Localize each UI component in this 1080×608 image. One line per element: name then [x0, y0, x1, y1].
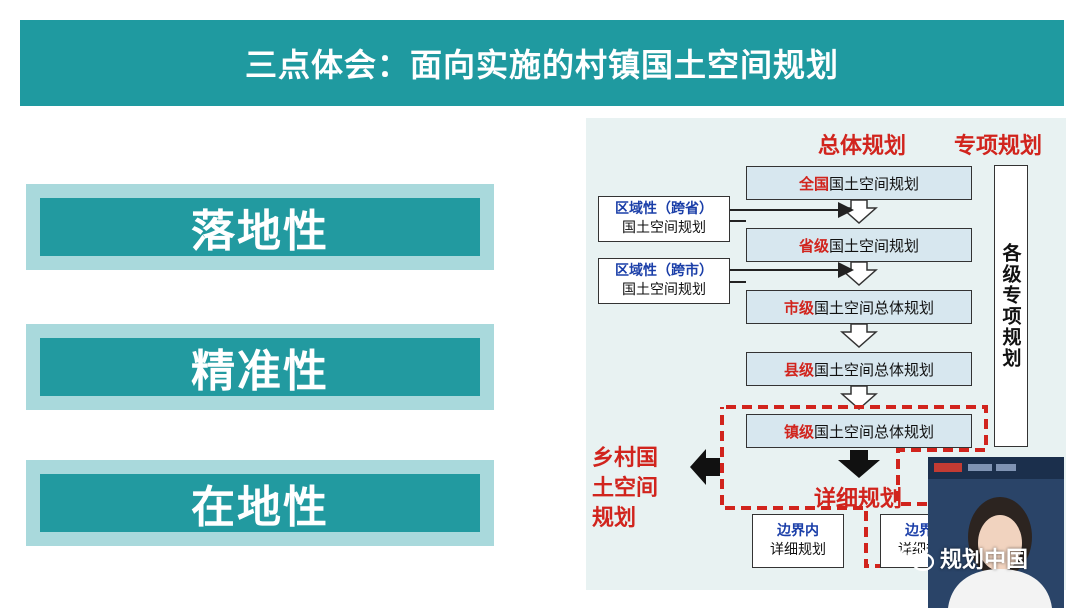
- page-title: 三点体会：面向实施的村镇国土空间规划: [244, 46, 839, 84]
- keyword-label: 精准性: [191, 346, 329, 397]
- detail-plan-title: 详细规划: [814, 487, 903, 512]
- keyword-card-2: 精准性: [26, 324, 494, 410]
- presenter-video: [928, 457, 1064, 608]
- keyword-label: 落地性: [191, 206, 329, 257]
- level-provincial: 省级国土空间规划: [746, 228, 972, 262]
- black-down-arrow: [838, 450, 880, 478]
- level-national: 全国国土空间规划: [746, 166, 972, 200]
- level-municipal: 市级国土空间总体规划: [746, 290, 972, 324]
- title-banner: 三点体会：面向实施的村镇国土空间规划: [20, 20, 1064, 106]
- watermark: 规划中国: [900, 542, 1028, 574]
- special-plans-box: 各级专项规划: [994, 165, 1028, 447]
- regional-cross-city: 区域性（跨市）国土空间规划: [598, 258, 730, 304]
- keyword-card-1: 落地性: [26, 184, 494, 270]
- level-town: 镇级国土空间总体规划: [746, 414, 972, 448]
- level-county: 县级国土空间总体规划: [746, 352, 972, 386]
- keyword-card-3: 在地性: [26, 460, 494, 546]
- keyword-label: 在地性: [191, 482, 329, 533]
- regional-cross-province: 区域性（跨省）国土空间规划: [598, 196, 730, 242]
- planning-system-diagram: 总体规划 专项规划 全国国土空间规划 省级国土空间规划 市级国土空间总体规划 县…: [586, 118, 1066, 590]
- presenter-image: [928, 457, 1064, 608]
- header-special: 专项规划: [954, 134, 1043, 159]
- header-overall: 总体规划: [818, 134, 907, 159]
- rural-plan-label: 乡村国土空间规划: [592, 446, 659, 531]
- inside-boundary-box: 边界内详细规划: [752, 514, 844, 568]
- wechat-icon: [900, 544, 934, 572]
- watermark-text: 规划中国: [940, 548, 1029, 573]
- black-left-arrow: [690, 449, 720, 485]
